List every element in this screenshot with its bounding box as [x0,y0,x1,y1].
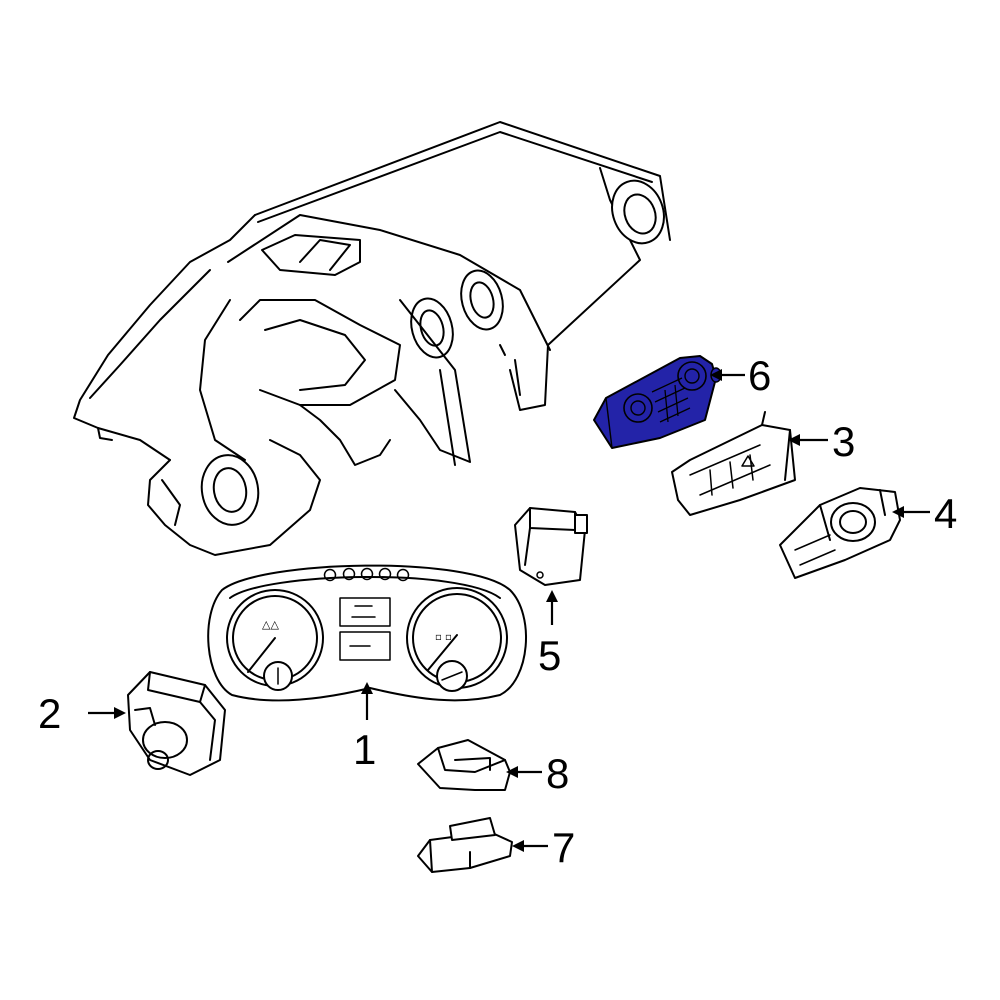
callout-5: 5 [538,632,561,679]
callout-3: 3 [832,418,855,465]
leader-arrows [88,369,930,852]
switch-panel [671,411,796,516]
callout-8: 8 [546,750,569,797]
callout-4: 4 [934,490,957,537]
control-unit [779,487,901,579]
svg-text:▫ ▫: ▫ ▫ [435,632,452,643]
dashboard-outline [73,121,671,556]
small-module-7 [417,817,513,873]
instrument-cluster: △△ ▫ ▫ [207,564,527,702]
bracket-8 [417,739,511,791]
callout-6: 6 [748,352,771,399]
climate-control-unit-highlighted [593,355,722,449]
callout-2: 2 [38,690,61,737]
svg-text:△△: △△ [262,618,279,631]
callout-1: 1 [353,726,376,773]
callout-7: 7 [552,824,575,871]
switch-module [514,507,588,586]
headlight-switch [127,671,226,776]
